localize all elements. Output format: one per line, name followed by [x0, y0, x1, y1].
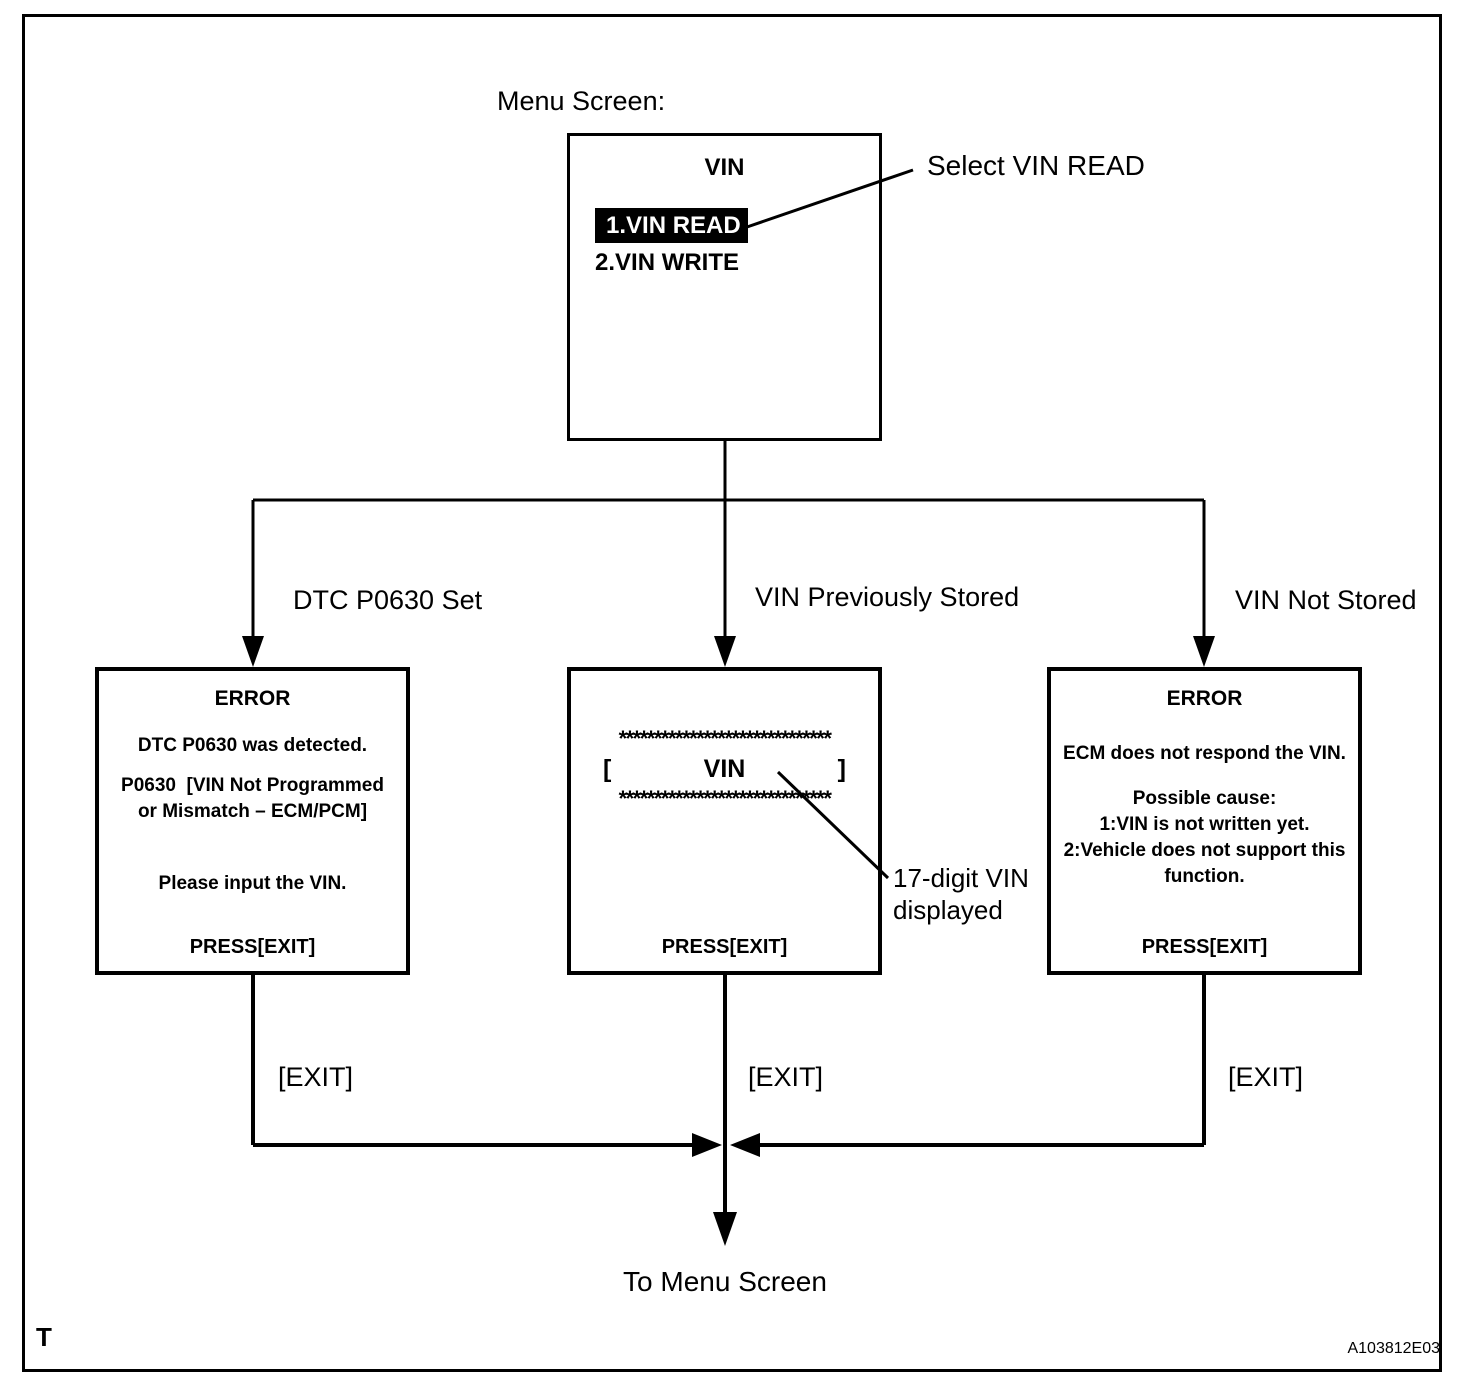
vin-value-row: [ VIN ]	[603, 755, 846, 784]
menu-item-vin-write: 2.VIN WRITE	[595, 249, 740, 276]
bracket-open: [	[603, 755, 612, 783]
to-menu-screen-label: To Menu Screen	[623, 1266, 827, 1297]
bracket-close: ]	[837, 755, 846, 783]
press-exit-label: PRESS[EXIT]	[1141, 936, 1268, 958]
possible-cause-line: Possible cause:	[1132, 788, 1277, 809]
error-code-line2: or Mismatch – ECM/PCM]	[137, 801, 368, 822]
figure-id: A103812E03	[1347, 1340, 1440, 1357]
vin-label: VIN	[703, 755, 746, 783]
cause-2-line2: function.	[1164, 866, 1245, 887]
error-box-dtc-p0630: ERROR DTC P0630 was detected. P0630 [VIN…	[95, 667, 410, 975]
cause-1-line: 1:VIN is not written yet.	[1099, 814, 1310, 835]
vin-digits-annotation-line1: 17-digit VIN	[893, 863, 1029, 893]
vin-display-box: ****************************** [ VIN ] *…	[567, 667, 882, 975]
menu-screen-label: Menu Screen:	[497, 86, 666, 116]
branch-label-vin-stored: VIN Previously Stored	[755, 582, 1020, 612]
corner-letter: T	[36, 1322, 52, 1352]
exit-label-middle: [EXIT]	[748, 1062, 824, 1092]
select-vin-read-annotation: Select VIN READ	[927, 150, 1145, 181]
vin-digits-annotation: 17-digit VIN displayed	[893, 862, 1063, 926]
branch-label-vin-not-stored: VIN Not Stored	[1235, 585, 1417, 615]
error-title: ERROR	[1166, 687, 1243, 710]
input-vin-line: Please input the VIN.	[158, 873, 347, 894]
cause-2-line: 2:Vehicle does not support this	[1063, 840, 1346, 861]
exit-label-right: [EXIT]	[1228, 1062, 1304, 1092]
menu-screen-box: VIN 1.VIN READ 2.VIN WRITE	[567, 133, 882, 441]
asterisk-row-top: ******************************	[618, 726, 832, 751]
press-exit-label: PRESS[EXIT]	[661, 936, 788, 958]
menu-item-vin-read-selected: 1.VIN READ	[595, 208, 748, 243]
error-title: ERROR	[214, 687, 291, 710]
error-detected-line: DTC P0630 was detected.	[137, 735, 368, 756]
page-border	[22, 14, 1442, 1372]
error-box-no-response: ERROR ECM does not respond the VIN. Poss…	[1047, 667, 1362, 975]
asterisk-row-bottom: ******************************	[618, 786, 832, 811]
exit-label-left: [EXIT]	[278, 1062, 354, 1092]
branch-label-dtc-set: DTC P0630 Set	[293, 585, 483, 615]
vin-digits-annotation-line2: displayed	[893, 895, 1003, 925]
press-exit-label: PRESS[EXIT]	[189, 936, 316, 958]
error-code-line: P0630 [VIN Not Programmed	[121, 775, 384, 796]
menu-title: VIN	[704, 154, 745, 181]
ecm-no-respond-line: ECM does not respond the VIN.	[1063, 743, 1346, 764]
